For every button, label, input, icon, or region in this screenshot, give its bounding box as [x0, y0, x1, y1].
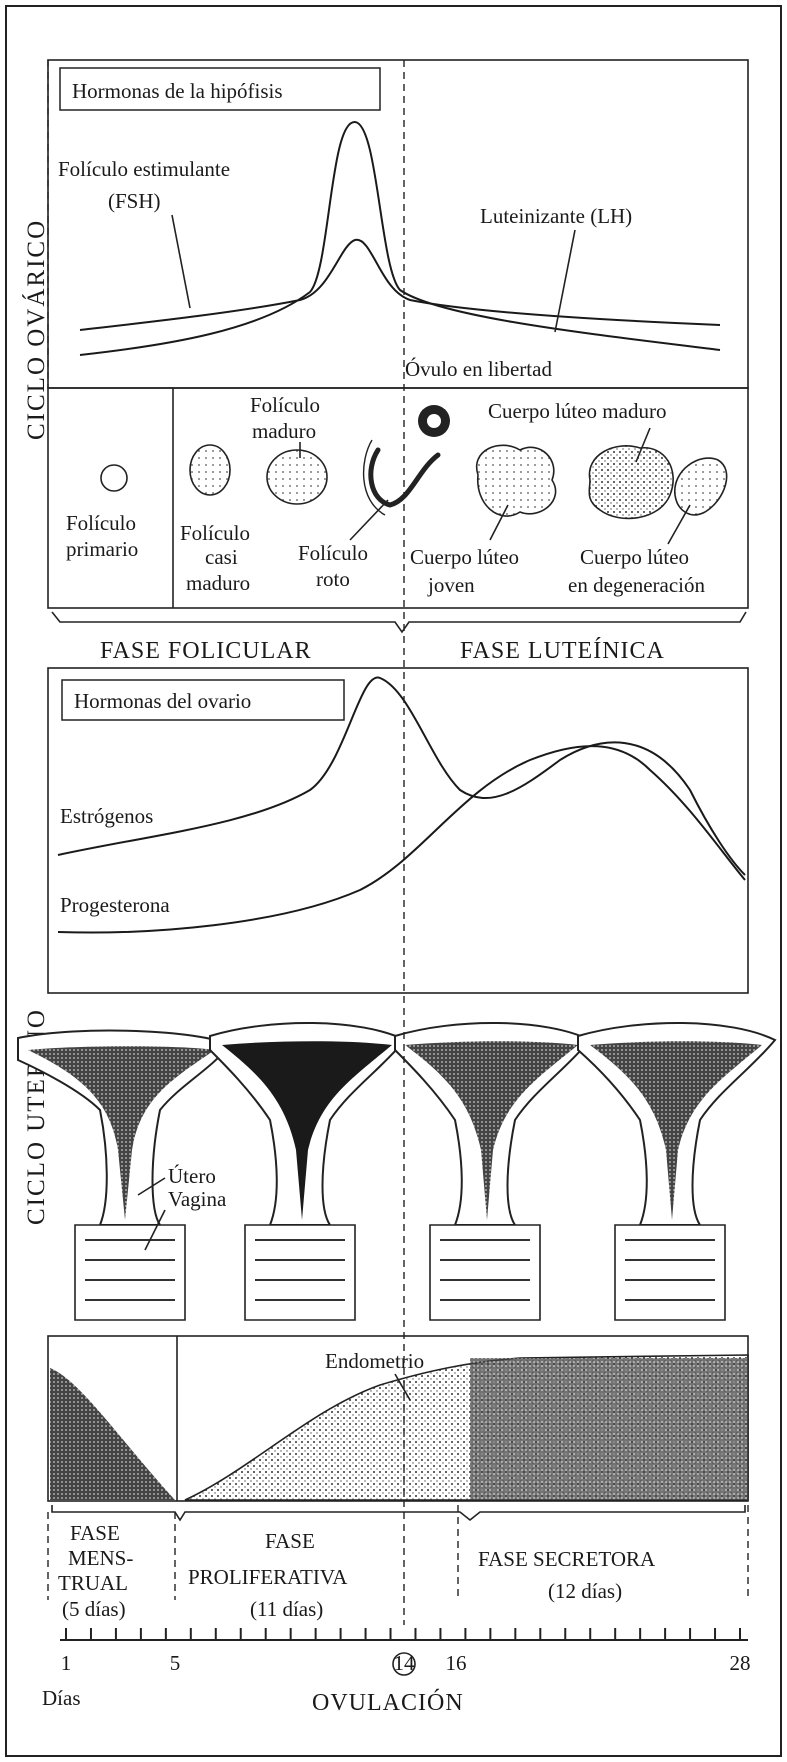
ruptured-follicle-label1: Folículo	[298, 541, 368, 565]
uterus-stage-4	[578, 1023, 775, 1320]
uterus-stage-3	[395, 1023, 590, 1320]
secretory-phase-line2: (12 días)	[548, 1579, 622, 1603]
day-16-label: 16	[446, 1651, 467, 1675]
estrogen-label: Estrógenos	[60, 804, 153, 828]
mature-follicle-label2: maduro	[252, 419, 316, 443]
proliferative-phase-line2: PROLIFERATIVA	[188, 1565, 348, 1589]
uterus-illustrations: Útero Vagina	[18, 1023, 775, 1320]
menstrual-phase-line3: TRUAL	[58, 1571, 128, 1595]
young-cl-label1: Cuerpo lúteo	[410, 545, 519, 569]
fsh-curve	[80, 240, 720, 330]
day-14-label: 14	[394, 1651, 416, 1675]
mature-cl-label: Cuerpo lúteo maduro	[488, 399, 666, 423]
menstrual-phase-line2: MENS-	[68, 1546, 133, 1570]
follicle-stages-panel: Folículo primario Folículo casi maduro F…	[48, 357, 748, 608]
young-corpus-luteum-icon	[477, 445, 556, 516]
ruptured-follicle-label2: roto	[316, 567, 350, 591]
fsh-pointer	[172, 215, 190, 308]
endometrium-label: Endometrio	[325, 1349, 424, 1373]
almost-mature-label1: Folículo	[180, 521, 250, 545]
primary-follicle-label1: Folículo	[66, 511, 136, 535]
primary-follicle-icon	[101, 465, 127, 491]
ovarian-phase-brace: FASE FOLICULAR FASE LUTEÍNICA	[52, 612, 746, 664]
day-1-label: 1	[61, 1651, 72, 1675]
mature-follicle-icon	[267, 450, 327, 504]
almost-mature-label3: maduro	[186, 571, 250, 595]
fsh-label-line2: (FSH)	[108, 189, 161, 213]
almost-mature-follicle-icon	[190, 445, 230, 495]
mature-corpus-luteum-icon	[589, 446, 673, 519]
young-cl-label2: joven	[427, 573, 475, 597]
day-28-label: 28	[730, 1651, 751, 1675]
luteal-phase-label: FASE LUTEÍNICA	[460, 638, 665, 664]
pituitary-hormones-panel: Hormonas de la hipófisis Folículo estimu…	[48, 60, 748, 388]
uterine-phase-brace	[52, 1505, 745, 1520]
vagina-label: Vagina	[168, 1187, 227, 1211]
secretory-phase-line1: FASE SECRETORA	[478, 1547, 656, 1571]
utero-label: Útero	[168, 1164, 216, 1188]
ovum-label: Óvulo en libertad	[405, 357, 552, 381]
fsh-label-line1: Folículo estimulante	[58, 157, 230, 181]
day-ticks	[66, 1628, 740, 1640]
proliferative-phase-line1: FASE	[265, 1529, 315, 1553]
follicular-phase-label: FASE FOLICULAR	[100, 638, 312, 664]
lh-label: Luteinizante (LH)	[480, 204, 632, 228]
pituitary-title: Hormonas de la hipófisis	[72, 79, 283, 103]
proliferative-phase-line3: (11 días)	[250, 1597, 323, 1621]
days-label: Días	[42, 1686, 81, 1710]
ovulation-label: OVULACIÓN	[312, 1689, 464, 1716]
degen-cl-label1: Cuerpo lúteo	[580, 545, 689, 569]
menstrual-phase-line4: (5 días)	[62, 1597, 126, 1621]
ovary-title: Hormonas del ovario	[74, 689, 251, 713]
ovarian-hormones-panel: Hormonas del ovario Estrógenos Progester…	[48, 668, 748, 993]
menstrual-endometrium	[50, 1368, 175, 1500]
progesterone-label: Progesterona	[60, 893, 170, 917]
mature-follicle-label1: Folículo	[250, 393, 320, 417]
day-5-label: 5	[170, 1651, 181, 1675]
almost-mature-label2: casi	[205, 545, 238, 569]
menstrual-phase-line1: FASE	[70, 1521, 120, 1545]
uterus-stage-2	[210, 1023, 405, 1320]
day-axis: 1 5 14 16 28 Días OVULACIÓN	[42, 1628, 751, 1716]
endometrium-panel: Endometrio	[48, 1336, 748, 1501]
ovarian-cycle-side-label: CICLO OVÁRICO	[22, 219, 50, 440]
degenerating-corpus-luteum-icon	[675, 458, 727, 515]
degen-cl-label2: en degeneración	[568, 573, 706, 597]
uterine-phase-labels: FASE MENS- TRUAL (5 días) FASE PROLIFERA…	[58, 1521, 656, 1621]
primary-follicle-label2: primario	[66, 537, 138, 561]
